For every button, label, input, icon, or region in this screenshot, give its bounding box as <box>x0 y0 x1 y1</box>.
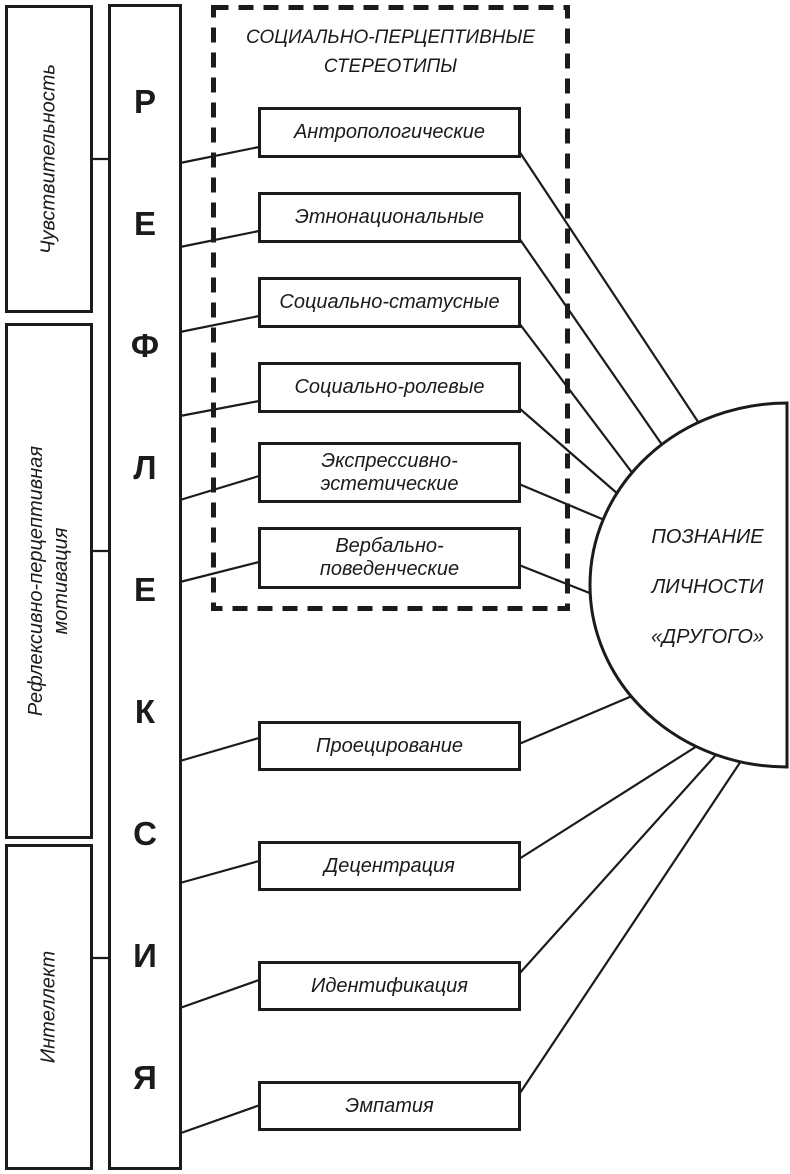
mechanism-label: Децентрация <box>324 854 455 877</box>
connector-lines <box>91 145 758 1135</box>
stereotype-label: Антропологические <box>293 121 486 143</box>
stereotype-label: Социально-ролевые <box>294 376 485 398</box>
connector-line <box>179 978 260 1010</box>
stereotype-label: Экспрессивно- эстетические <box>320 449 459 495</box>
connector-line <box>518 727 741 975</box>
category-box-sensitivity: Чувствительность <box>5 5 93 313</box>
connector-line <box>519 736 758 1094</box>
category-label: Рефлексивно-перцептивная мотивация <box>25 445 72 717</box>
connector-line <box>518 322 650 496</box>
spine-letter: Я <box>133 1059 157 1096</box>
stereotypes-group-frame <box>211 5 570 611</box>
connector-line <box>179 229 260 249</box>
connector-line <box>179 314 260 334</box>
connector-line <box>179 474 260 502</box>
category-label: Чувствительность <box>37 64 60 254</box>
connector-line <box>180 1103 261 1135</box>
category-label: Интеллект <box>37 950 60 1064</box>
stereotype-box: Социально-ролевые <box>258 362 521 413</box>
target-label: ПОЗНАНИЕ ЛИЧНОСТИ «ДРУГОГО» <box>650 526 765 648</box>
spine-letter: К <box>134 693 156 730</box>
spine-letter: И <box>133 937 157 974</box>
target-semicircle-shape <box>588 401 789 769</box>
mechanism-box: Идентификация <box>258 961 521 1011</box>
connector-line <box>179 145 260 165</box>
connector-line <box>518 407 635 509</box>
stereotype-box: Экспрессивно- эстетические <box>258 442 521 503</box>
spine-letter: Е <box>133 571 156 608</box>
stereotype-box: Антропологические <box>258 107 521 158</box>
spine-letter: Е <box>133 205 156 242</box>
mechanism-label: Проецирование <box>315 734 464 757</box>
mechanism-box: Децентрация <box>258 841 521 891</box>
spine-letter: Ф <box>130 327 160 364</box>
mechanism-label: Идентификация <box>311 974 468 997</box>
reflexia-spine: Р Е Ф Л Е К С И Я <box>108 4 182 1170</box>
stereotype-label: Этнонациональные <box>294 206 485 228</box>
spine-letter: С <box>133 815 157 852</box>
connector-line <box>518 150 719 453</box>
mechanism-box: Проецирование <box>258 721 521 771</box>
spine-letter: Р <box>133 83 156 120</box>
stereotype-box: Социально-статусные <box>258 277 521 328</box>
stereotype-label: Социально-статусные <box>279 291 500 313</box>
connector-line <box>518 733 717 860</box>
stereotype-box: Этнонациональные <box>258 192 521 243</box>
mechanism-box: Эмпатия <box>258 1081 521 1131</box>
mechanism-label: Эмпатия <box>345 1094 434 1117</box>
stereotypes-group-title: СОЦИАЛЬНО-ПЕРЦЕПТИВНЫЕ СТЕРЕОТИПЫ <box>245 27 536 77</box>
spine-letter: Л <box>133 449 157 486</box>
connector-line <box>179 399 260 418</box>
connector-line <box>179 736 260 763</box>
stereotype-label: Вербально- поведенческие <box>319 535 460 580</box>
connector-line <box>179 560 260 584</box>
connector-line <box>179 859 260 885</box>
connector-line <box>518 237 686 479</box>
category-box-intellect: Интеллект <box>5 844 93 1170</box>
category-box-motivation: Рефлексивно-перцептивная мотивация <box>5 323 93 839</box>
stereotype-box: Вербально- поведенческие <box>258 527 521 589</box>
